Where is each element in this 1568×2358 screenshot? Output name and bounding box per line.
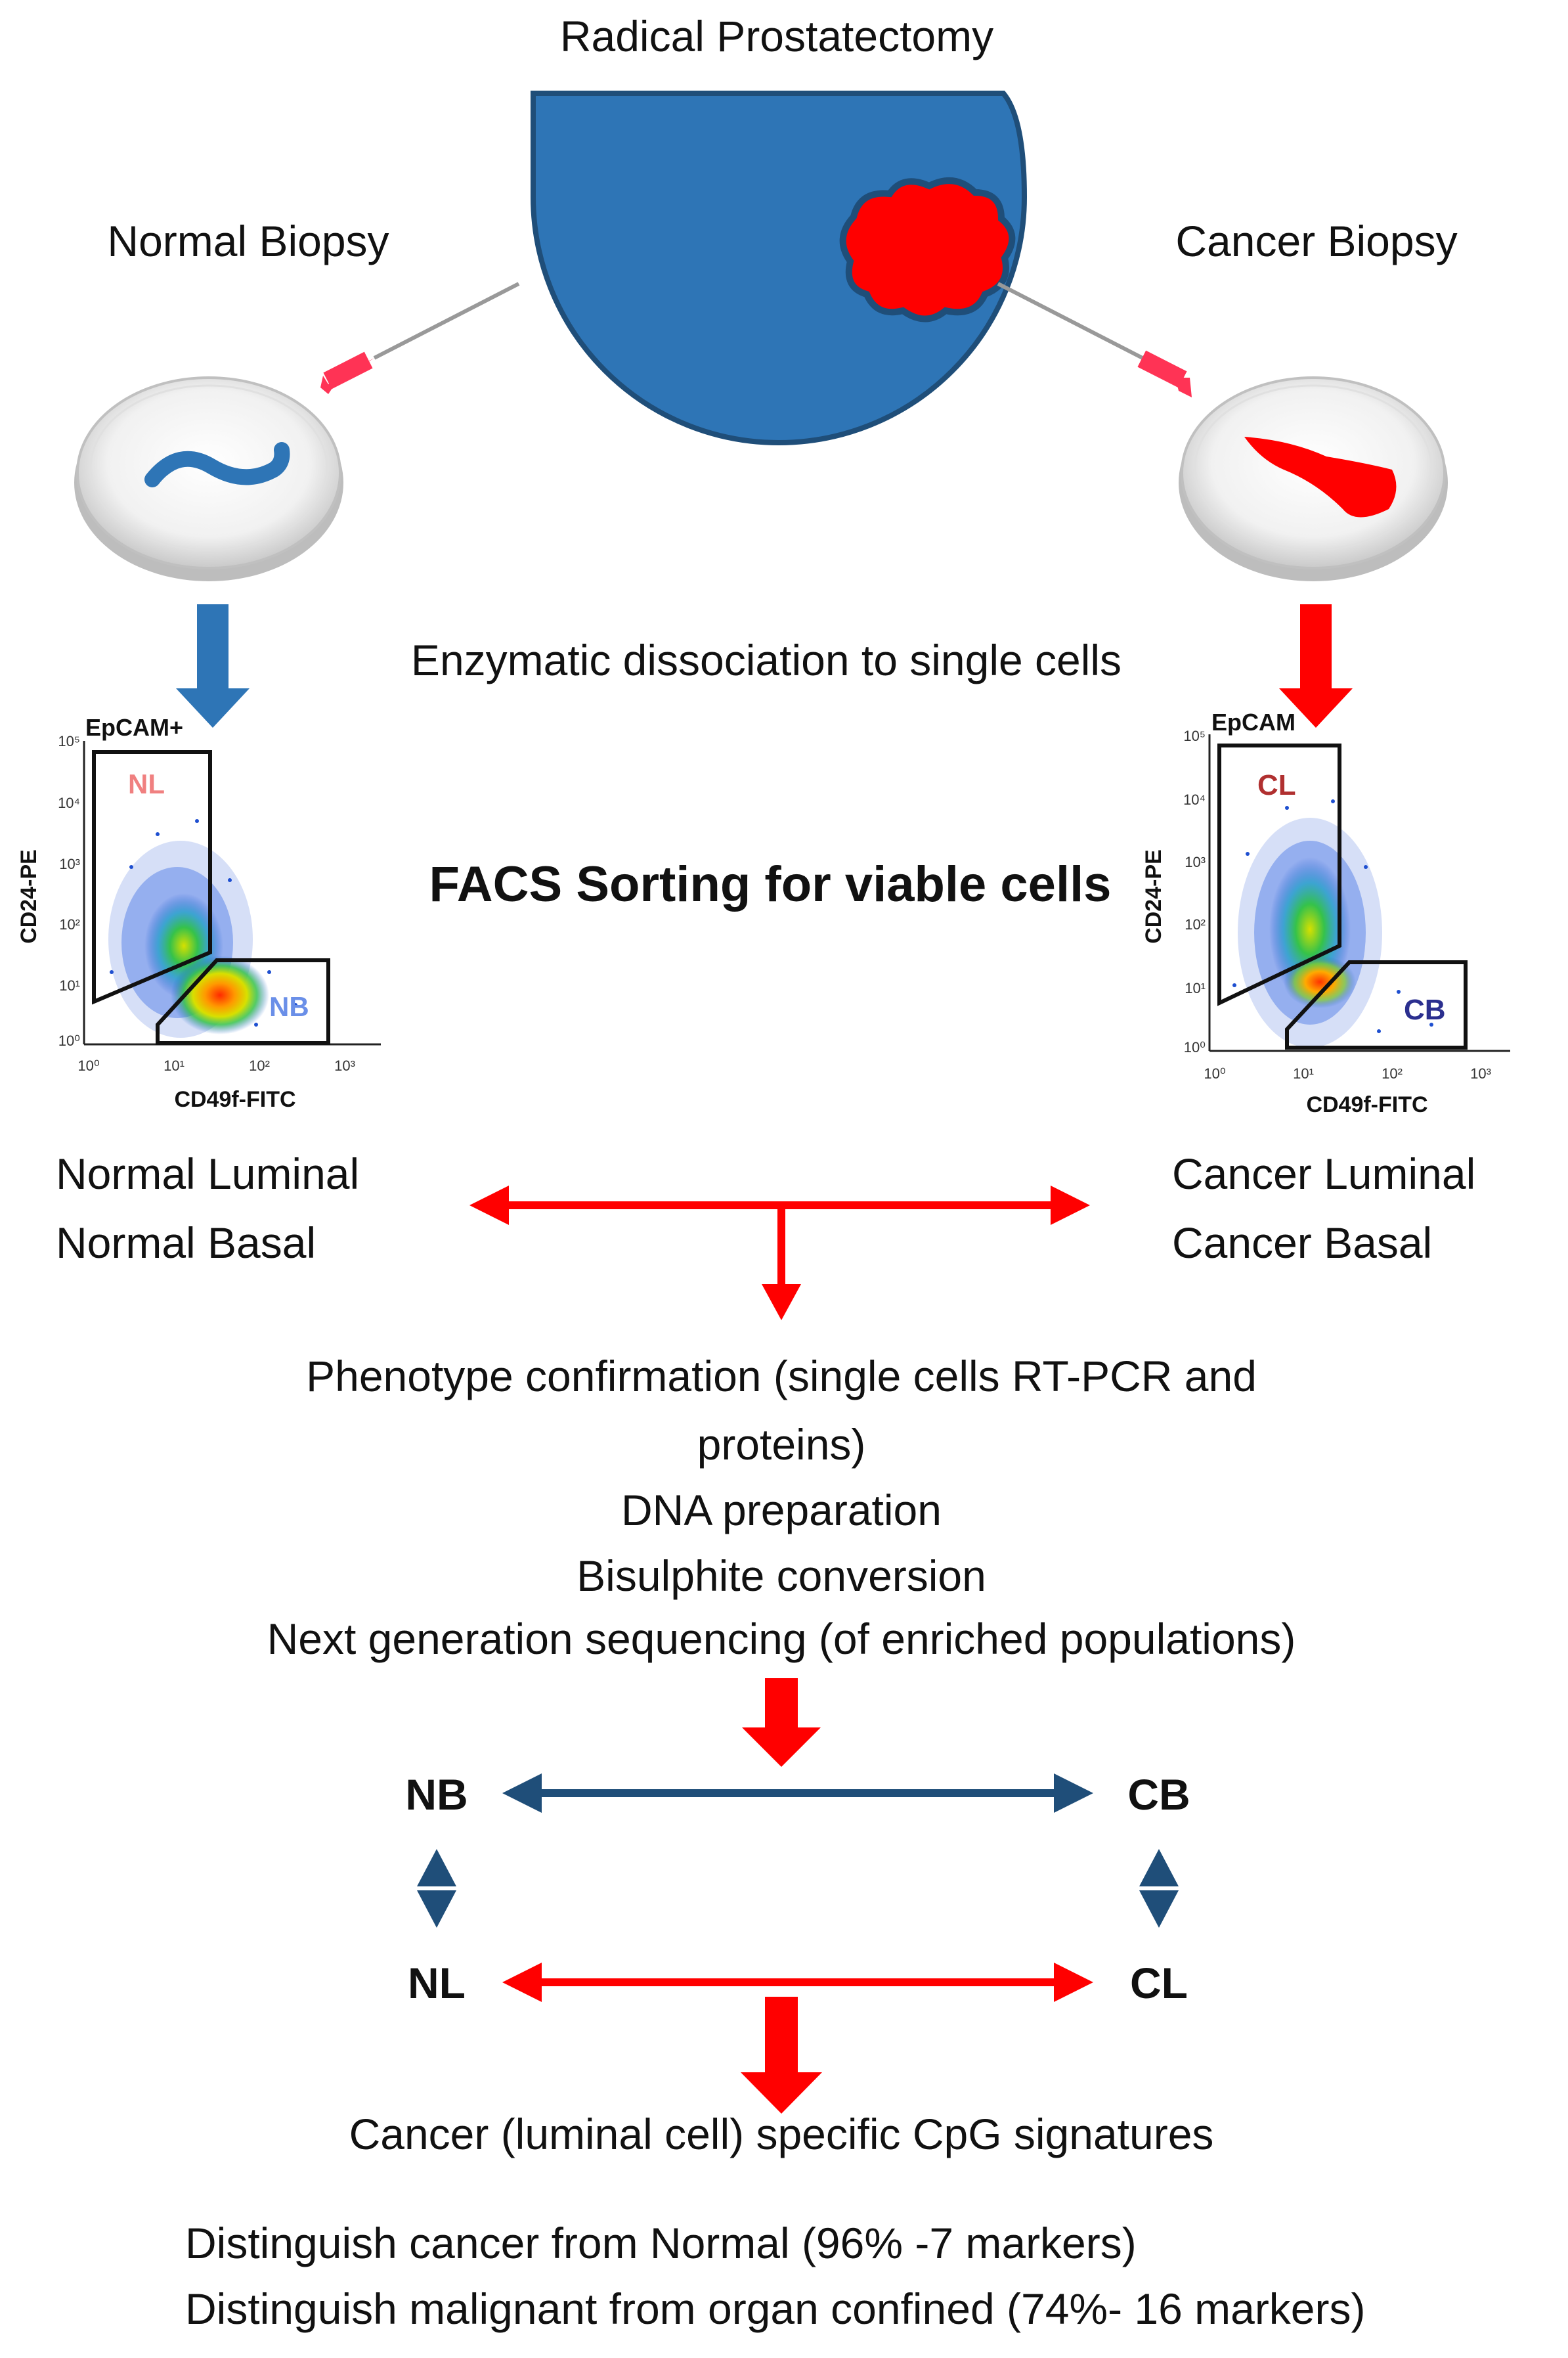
comparison-nb: NB [405,1770,468,1819]
normal-x-axis-label: CD49f-FITC [174,1087,295,1112]
nb-nl-arrow [417,1849,456,1928]
populations-merge-arrow [469,1186,1090,1320]
cpg-signature-label: Cancer (luminal cell) specific CpG signa… [349,2110,1214,2158]
steps-down-arrow [742,1678,821,1767]
dissociation-label: Enzymatic dissociation to single cells [411,636,1122,684]
step-phenotype-line1: Phenotype confirmation (single cells RT-… [306,1352,1257,1400]
comparison-nl: NL [408,1959,466,2007]
cancer-luminal-label: Cancer Luminal [1172,1149,1475,1198]
cancer-facs-plot: EpCAM CL CB 10⁵ 10⁴ 10³ 10² 10¹ 10⁰ 10⁰ … [1141,709,1510,1117]
nl-gate-label: NL [128,768,165,799]
step-ngs: Next generation sequencing (of enriched … [267,1614,1296,1663]
cl-gate-label: CL [1257,769,1296,801]
svg-text:10⁰: 10⁰ [77,1057,99,1074]
title: Radical Prostatectomy [560,12,993,60]
step-bisulphite: Bisulphite conversion [577,1551,986,1600]
svg-text:10²: 10² [249,1057,270,1074]
facs-label: FACS Sorting for viable cells [429,856,1112,912]
right-down-arrow [1279,604,1353,728]
cancer-biopsy-label: Cancer Biopsy [1175,217,1457,265]
cancer-x-ticks: 10⁰ 10¹ 10² 10³ [1204,1065,1491,1082]
cb-cl-arrow [1139,1849,1179,1928]
svg-text:10²: 10² [1185,916,1206,933]
cb-gate-label: CB [1404,994,1446,1026]
svg-text:10⁴: 10⁴ [58,795,80,811]
cancer-petri-dish-icon [1179,376,1448,581]
cancer-scatter-cloud [1232,799,1433,1048]
normal-petri-dish-icon [74,376,343,581]
epcam-label: EpCAM [1211,709,1296,736]
svg-text:10⁰: 10⁰ [1184,1039,1206,1056]
signature-down-arrow [741,1997,822,2114]
cancer-y-ticks: 10⁵ 10⁴ 10³ 10² 10¹ 10⁰ [1183,728,1206,1056]
cancer-y-axis-label: CD24-PE [1141,849,1166,944]
svg-text:10⁵: 10⁵ [1183,728,1206,744]
tumor [839,177,1016,323]
normal-facs-plot: EpCAM+ NL NB 10⁵ 10⁴ 10³ 10² 10¹ 10⁰ [16,714,381,1112]
svg-text:10²: 10² [1382,1065,1403,1082]
comparison-cl: CL [1130,1959,1188,2007]
svg-text:10⁵: 10⁵ [58,733,80,749]
right-needle-icon [997,282,1192,397]
cb-gate [1285,960,1468,1050]
result-cancer-vs-normal: Distinguish cancer from Normal (96% -7 m… [185,2219,1137,2267]
left-down-arrow [176,604,250,728]
nl-cl-arrow [502,1963,1093,2002]
normal-basal-label: Normal Basal [56,1218,316,1267]
svg-text:10⁴: 10⁴ [1183,791,1206,808]
svg-text:10³: 10³ [59,856,80,872]
svg-text:10¹: 10¹ [59,977,80,994]
nb-gate-label: NB [269,991,309,1022]
svg-text:10¹: 10¹ [163,1057,185,1074]
normal-y-axis-label: CD24-PE [16,849,41,944]
result-malignant-vs-confined: Distinguish malignant from organ confine… [185,2284,1365,2333]
normal-x-ticks: 10⁰ 10¹ 10² 10³ [77,1057,355,1074]
svg-text:10¹: 10¹ [1185,980,1206,996]
step-phenotype-line2: proteins) [697,1420,866,1469]
svg-text:10⁰: 10⁰ [58,1033,80,1049]
svg-text:10²: 10² [59,916,80,933]
normal-luminal-label: Normal Luminal [56,1149,359,1198]
cancer-x-axis-label: CD49f-FITC [1306,1092,1427,1117]
normal-y-ticks: 10⁵ 10⁴ 10³ 10² 10¹ 10⁰ [58,733,80,1049]
svg-text:10³: 10³ [334,1057,355,1074]
left-needle-icon [320,282,520,394]
cancer-basal-label: Cancer Basal [1172,1218,1432,1267]
svg-text:10¹: 10¹ [1293,1065,1314,1082]
cl-gate [1217,744,1341,1006]
step-dna-preparation: DNA preparation [621,1486,942,1534]
svg-text:10⁰: 10⁰ [1204,1065,1225,1082]
svg-text:10³: 10³ [1470,1065,1491,1082]
nb-gate [156,958,330,1045]
nb-cb-arrow [502,1773,1093,1813]
svg-text:10³: 10³ [1185,854,1206,870]
epcam-label: EpCAM+ [85,714,183,741]
comparison-cb: CB [1127,1770,1190,1819]
nl-gate [92,750,212,1005]
normal-biopsy-label: Normal Biopsy [107,217,389,265]
